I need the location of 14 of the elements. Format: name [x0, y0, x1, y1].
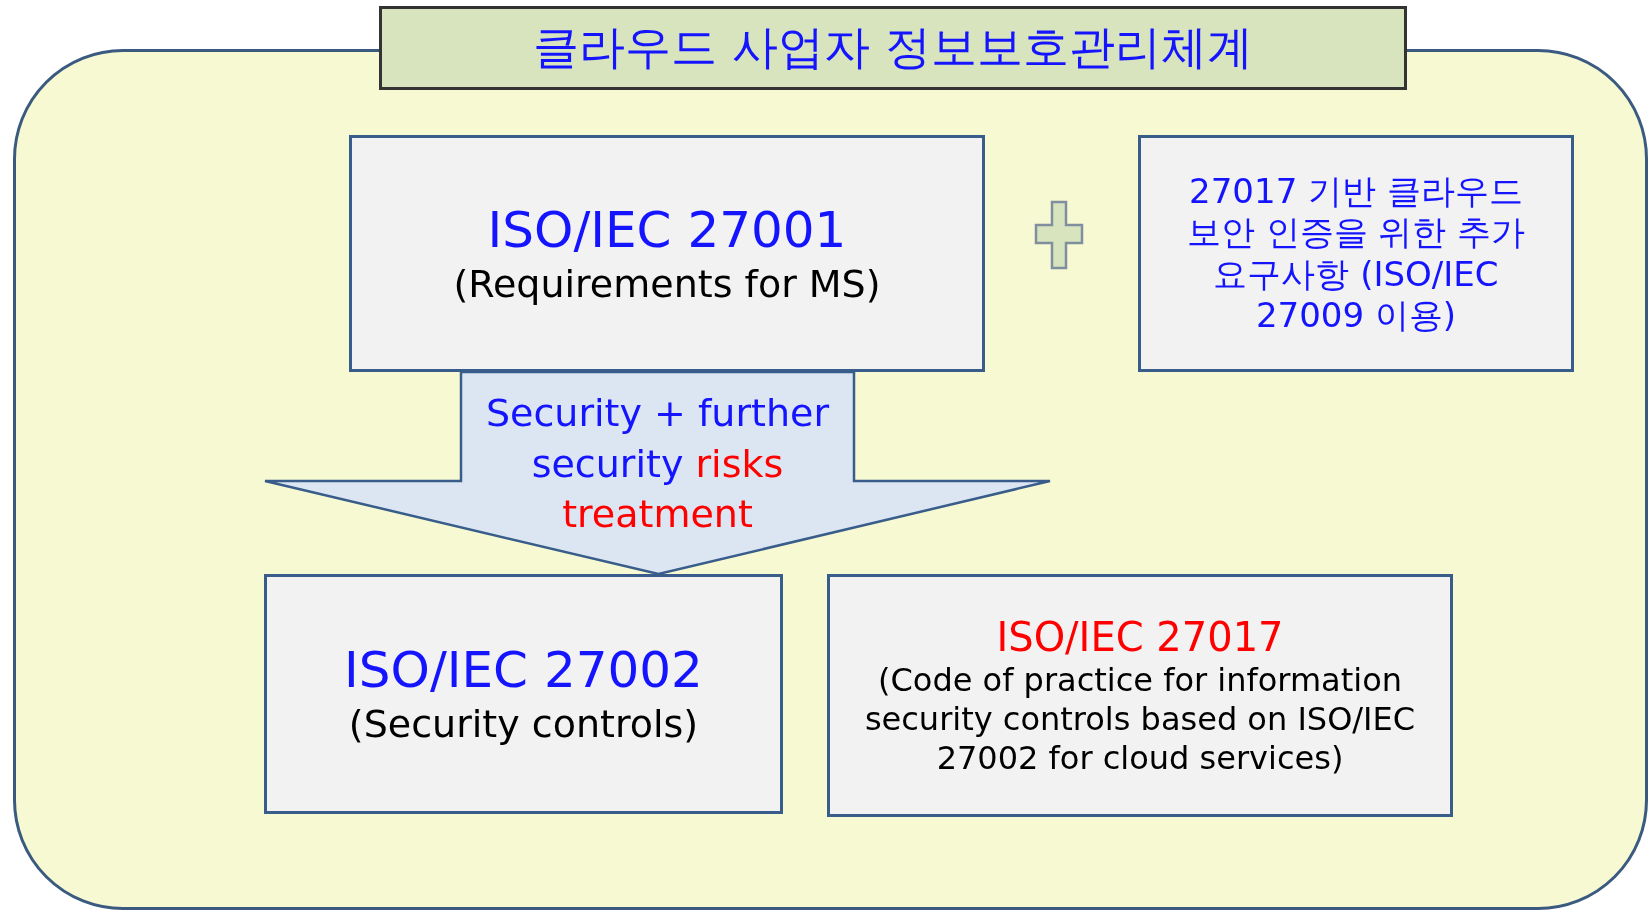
box-heading: ISO/IEC 27017 — [996, 612, 1284, 662]
box-heading: ISO/IEC 27001 — [487, 199, 847, 261]
edge-label: Security + further security risks treatment — [484, 390, 831, 539]
box-text: (Security controls) — [348, 701, 699, 748]
block-arrow — [263, 370, 1052, 576]
text-box — [1138, 135, 1574, 372]
box-heading: ISO/IEC 27002 — [344, 640, 703, 702]
text-box — [264, 574, 783, 814]
box-text: 27017 기반 클라우드 보안 인증을 위한 추가 요구사항 (ISO/IEC 27009 이용) — [1185, 170, 1527, 337]
box-text: (Code of practice for information security controls based on ISO/IEC 27002 for cloud services) — [863, 661, 1417, 779]
box-text: (Requirements for MS) — [453, 260, 881, 308]
text-box — [349, 135, 985, 372]
title-banner: 클라우드 사업자 정보보호관리체계 — [379, 6, 1407, 90]
text-box — [827, 574, 1453, 817]
